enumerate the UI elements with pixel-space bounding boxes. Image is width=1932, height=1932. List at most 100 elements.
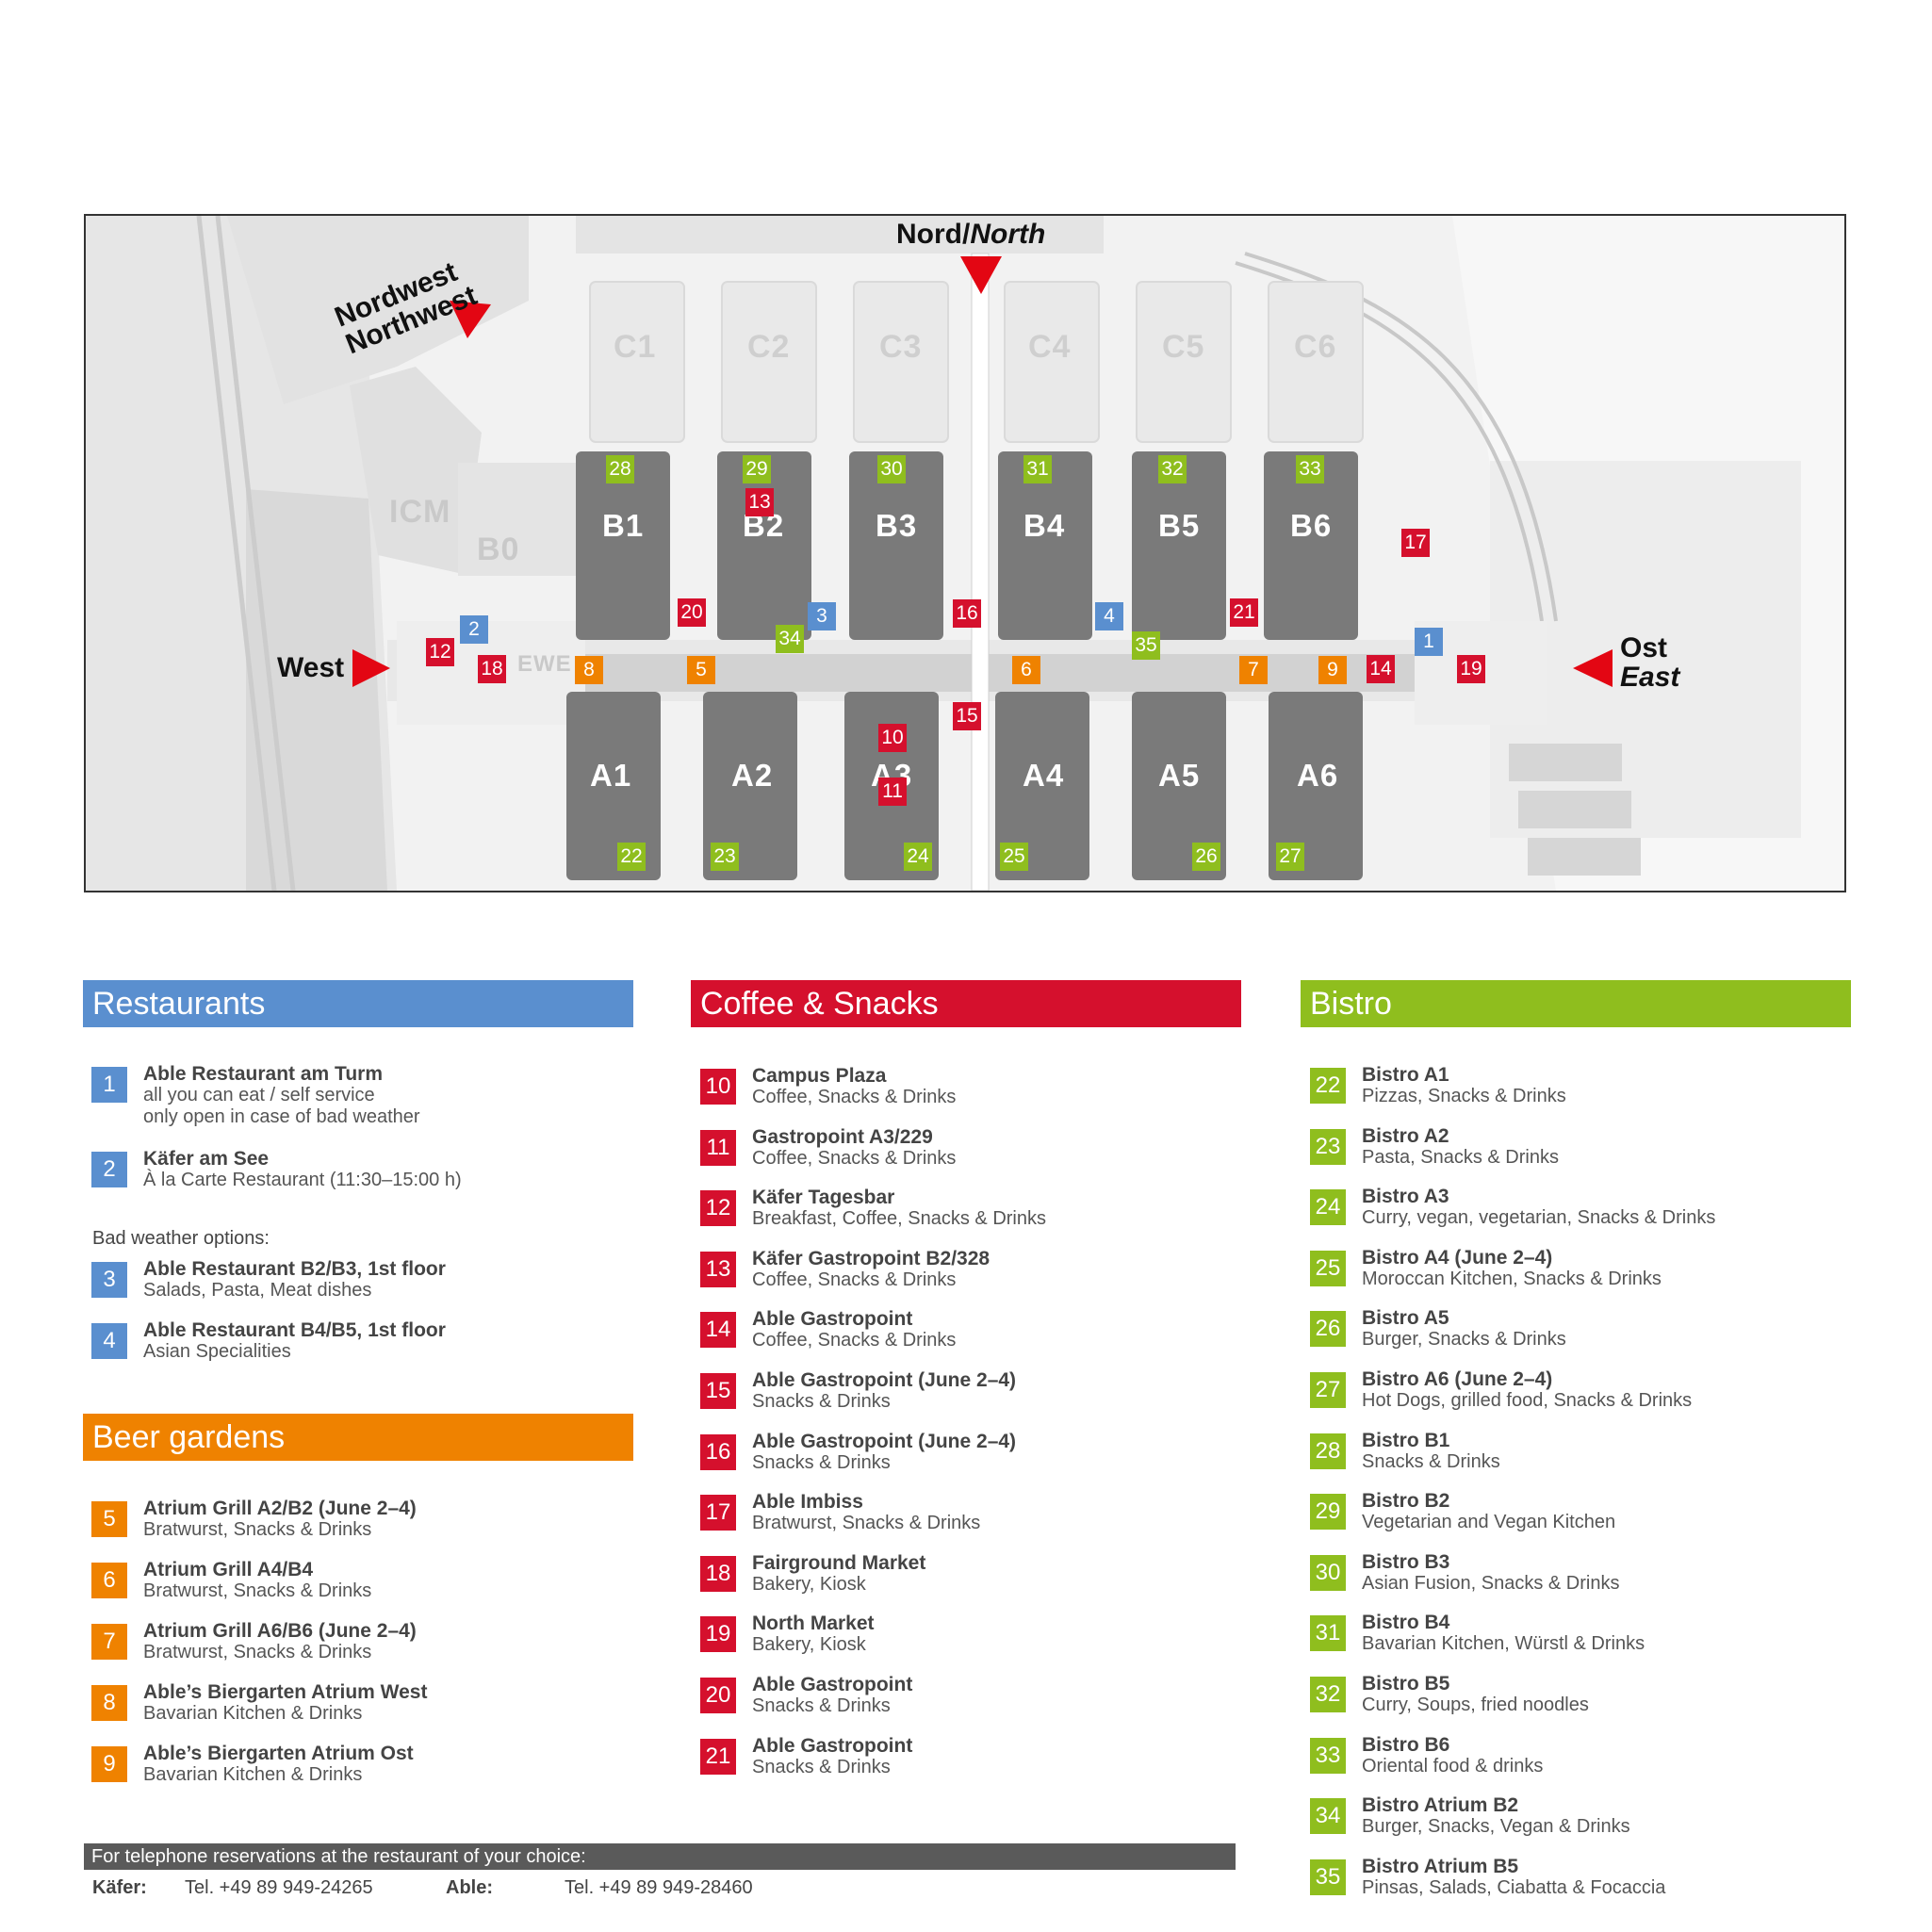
map-marker-23[interactable]: 23 [711,843,739,871]
map-marker-5[interactable]: 5 [687,656,715,684]
map-marker-13[interactable]: 13 [745,488,774,516]
map-marker-31[interactable]: 31 [1023,455,1052,483]
map-marker-21[interactable]: 21 [1230,598,1258,627]
badge-8: 8 [91,1685,127,1721]
map-marker-18[interactable]: 18 [478,655,506,683]
badge-14: 14 [700,1312,736,1349]
map-background [86,216,1844,891]
hall-label-a1: A1 [590,758,632,793]
hall-label-a6: A6 [1297,758,1339,793]
item-title: Able Gastropoint (June 2–4) [752,1369,1017,1391]
map-marker-20[interactable]: 20 [678,598,706,627]
hall-label-c5: C5 [1162,329,1205,365]
item-title: Käfer Tagesbar [752,1187,895,1209]
map-marker-34[interactable]: 34 [776,625,804,653]
item-desc: all you can eat / self service only open… [143,1085,420,1127]
item-desc: Coffee, Snacks & Drinks [752,1330,957,1351]
item-title: North Market [752,1613,875,1635]
badge-12: 12 [700,1190,736,1227]
north-entrance-arrow [960,256,1002,294]
map-marker-24[interactable]: 24 [904,843,932,871]
map-marker-11[interactable]: 11 [878,778,907,806]
badge-26: 26 [1310,1311,1346,1348]
map-marker-33[interactable]: 33 [1296,455,1324,483]
map-marker-35[interactable]: 35 [1132,631,1160,660]
badge-4: 4 [91,1323,127,1359]
map-marker-32[interactable]: 32 [1158,455,1187,483]
badge-32: 32 [1310,1677,1346,1712]
item-desc: Bavarian Kitchen & Drinks [143,1764,363,1785]
map-marker-3[interactable]: 3 [808,602,836,630]
badge-9: 9 [91,1746,127,1782]
item-desc: Snacks & Drinks [1362,1450,1500,1472]
able-phone[interactable]: Tel. +49 89 949-28460 [565,1877,753,1898]
badge-7: 7 [91,1624,127,1660]
item-desc: Asian Fusion, Snacks & Drinks [1362,1572,1620,1594]
item-title: Bistro A1 [1362,1064,1449,1086]
item-desc: Asian Specialities [143,1341,291,1362]
item-title: Able Restaurant B2/B3, 1st floor [143,1258,446,1280]
map-marker-22[interactable]: 22 [617,843,646,871]
map-marker-7[interactable]: 7 [1239,656,1268,684]
item-desc: Snacks & Drinks [752,1451,891,1473]
map-marker-27[interactable]: 27 [1276,843,1304,871]
map-marker-14[interactable]: 14 [1367,655,1395,683]
map-marker-19[interactable]: 19 [1457,655,1485,683]
coffee-snacks-header: Coffee & Snacks [691,980,1241,1027]
hall-label-b6: B6 [1290,508,1333,543]
item-desc: Vegetarian and Vegan Kitchen [1362,1512,1616,1533]
map-marker-12[interactable]: 12 [426,638,454,666]
item-title: Bistro A4 (June 2–4) [1362,1246,1553,1269]
map-marker-16[interactable]: 16 [953,599,981,628]
badge-18: 18 [700,1555,736,1592]
badge-17: 17 [700,1495,736,1531]
item-desc: Coffee, Snacks & Drinks [752,1269,957,1290]
item-title: Campus Plaza [752,1065,887,1087]
badge-24: 24 [1310,1189,1346,1226]
badge-15: 15 [700,1373,736,1409]
map-marker-4[interactable]: 4 [1095,602,1123,630]
badge-34: 34 [1310,1798,1346,1835]
item-desc: Snacks & Drinks [752,1391,891,1412]
badge-16: 16 [700,1433,736,1470]
item-title: Bistro A2 [1362,1124,1449,1147]
map-marker-29[interactable]: 29 [743,455,771,483]
item-title: Bistro B6 [1362,1733,1450,1756]
item-desc: Pizzas, Snacks & Drinks [1362,1086,1566,1106]
ewe-label: EWE [517,651,572,677]
item-desc: Bavarian Kitchen & Drinks [143,1703,363,1724]
hall-label-c4: C4 [1028,329,1072,365]
map-marker-8[interactable]: 8 [575,656,603,684]
map-marker-6[interactable]: 6 [1012,656,1040,684]
map-marker-9[interactable]: 9 [1318,656,1347,684]
item-title: Bistro A6 (June 2–4) [1362,1368,1553,1390]
badge-25: 25 [1310,1250,1346,1286]
map-marker-25[interactable]: 25 [1000,843,1028,871]
map-marker-1[interactable]: 1 [1415,628,1443,656]
hall-label-c1: C1 [614,329,657,365]
kaefer-phone[interactable]: Tel. +49 89 949-24265 [185,1877,373,1898]
item-title: Able Gastropoint [752,1308,913,1331]
hall-label-c6: C6 [1294,329,1337,365]
map-marker-17[interactable]: 17 [1401,529,1430,557]
map-marker-10[interactable]: 10 [878,724,907,752]
badge-31: 31 [1310,1615,1346,1652]
map-marker-15[interactable]: 15 [953,702,981,730]
item-title: Bistro B4 [1362,1612,1450,1634]
north-entrance-label: Nord/North [896,219,1046,250]
item-desc: Salads, Pasta, Meat dishes [143,1280,372,1301]
map-marker-28[interactable]: 28 [606,455,634,483]
item-desc: Moroccan Kitchen, Snacks & Drinks [1362,1268,1662,1289]
item-desc: Snacks & Drinks [752,1695,891,1716]
badge-30: 30 [1310,1554,1346,1591]
item-desc: Curry, Soups, fried noodles [1362,1695,1589,1715]
map-marker-26[interactable]: 26 [1192,843,1220,871]
hall-label-a2: A2 [731,758,774,793]
map-marker-30[interactable]: 30 [877,455,906,483]
map-marker-2[interactable]: 2 [460,615,488,644]
west-entrance-label: West [277,652,345,683]
badge-10: 10 [700,1069,736,1105]
icm-label: ICM [389,494,451,530]
hall-label-b1: B1 [602,508,645,543]
badge-3: 3 [91,1262,127,1298]
